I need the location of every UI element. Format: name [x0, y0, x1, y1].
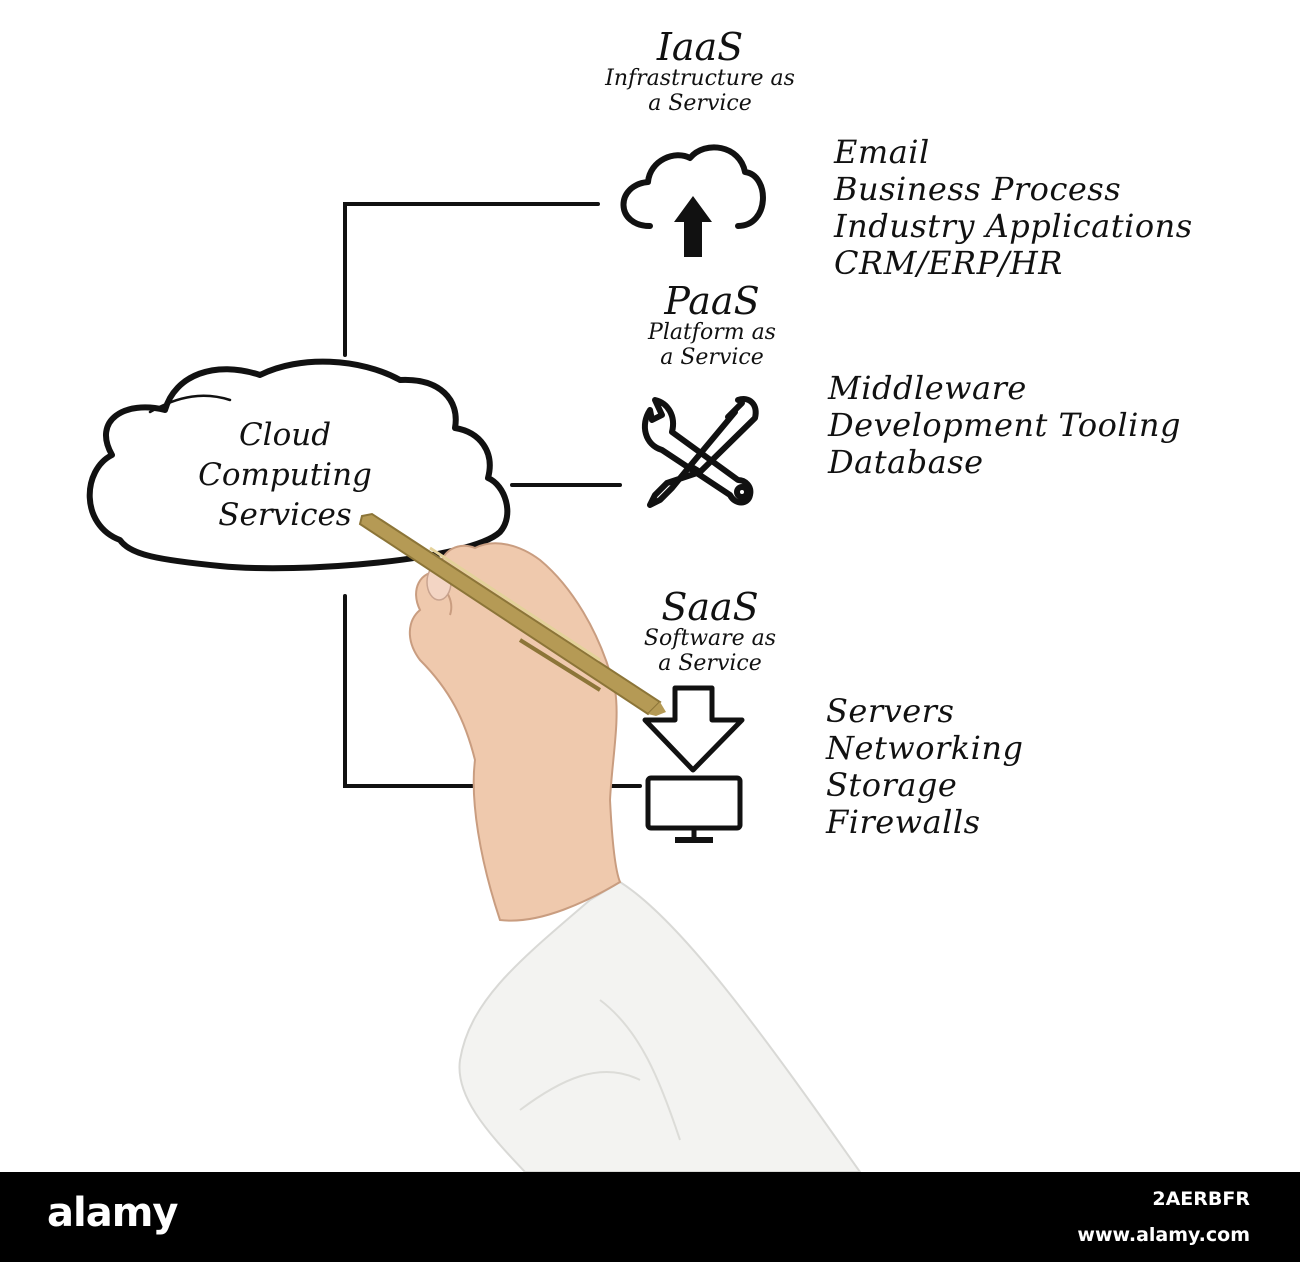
site-url: www.alamy.com: [1077, 1224, 1250, 1246]
list-item: Firewalls: [826, 803, 981, 841]
paas-heading: PaaS Platform as a Service: [592, 282, 832, 371]
list-item: Middleware: [828, 369, 1027, 407]
list-item: Networking: [826, 729, 1024, 767]
cloud-label: Cloud Computing Services: [198, 417, 372, 533]
saas-subtitle: Software as a Service: [643, 626, 777, 677]
cloud-upload-icon: [620, 144, 766, 257]
list-item: Database: [828, 443, 984, 481]
list-item: Development Tooling: [828, 406, 1181, 444]
list-item: Business Process: [834, 170, 1122, 208]
saas-title: SaaS: [661, 585, 759, 629]
alamy-logo: alamy: [47, 1190, 178, 1236]
list-item: Storage: [826, 766, 958, 804]
footer-bar: [0, 1172, 1300, 1262]
saas-feature-list: Servers Networking Storage Firewalls: [826, 693, 1023, 841]
list-item: Email: [834, 133, 930, 171]
list-item: Servers: [826, 692, 955, 730]
list-item: Industry Applications: [834, 207, 1193, 245]
footer-image-info: 2AERBFR www.alamy.com: [1077, 1188, 1250, 1246]
cloud-shape: [86, 358, 511, 572]
saas-heading: SaaS Software as a Service: [590, 588, 830, 677]
monitor-download-icon: [642, 685, 745, 843]
paas-feature-list: Middleware Development Tooling Database: [828, 370, 1181, 481]
iaas-heading: IaaS Infrastructure as a Service: [570, 28, 830, 117]
list-item: CRM/ERP/HR: [834, 244, 1063, 282]
iaas-feature-list: Email Business Process Industry Applicat…: [834, 134, 1193, 282]
iaas-title: IaaS: [656, 25, 744, 69]
iaas-subtitle: Infrastructure as a Service: [605, 66, 795, 117]
tools-icon: [641, 396, 759, 508]
diagram-canvas: [86, 144, 862, 1172]
presenter-hand: [358, 512, 862, 1172]
image-id: 2AERBFR: [1152, 1188, 1250, 1210]
paas-title: PaaS: [664, 279, 760, 323]
pen: [358, 512, 666, 716]
connector-iaas: [343, 202, 600, 357]
paas-subtitle: Platform as a Service: [648, 320, 776, 371]
